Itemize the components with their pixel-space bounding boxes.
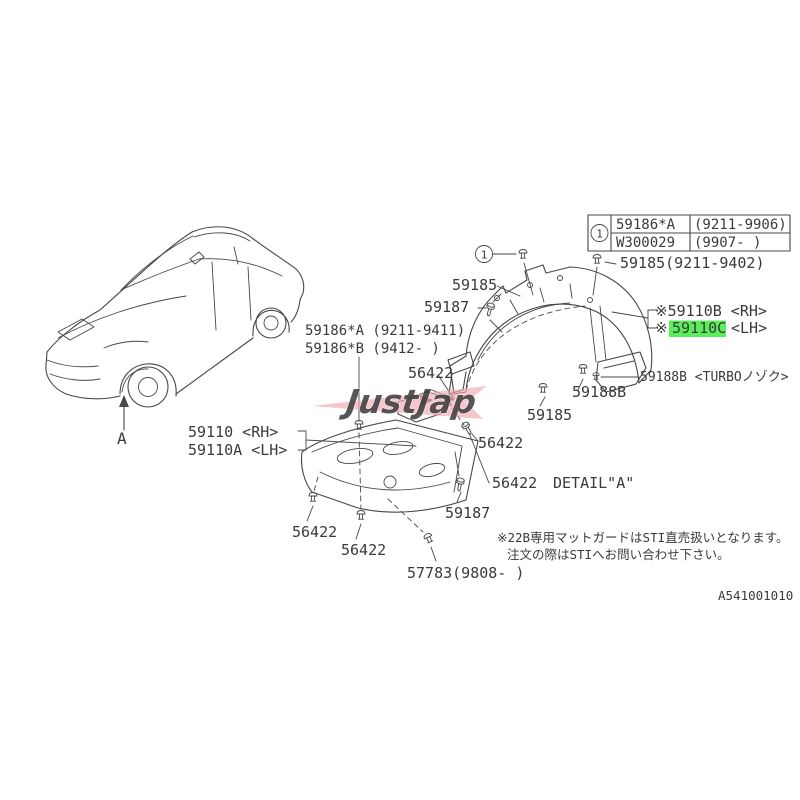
callout-59185-dated: 59185(9211-9402) bbox=[620, 254, 765, 272]
ref-digit: 1 bbox=[481, 249, 488, 262]
ref-table: 1 59186*A (9211-9906) W300029 (9907- ) bbox=[587, 214, 791, 252]
callout-59110a-lh: 59110A <LH> bbox=[188, 441, 287, 459]
fender-liner-drawing bbox=[447, 264, 653, 395]
callout-59185-bottom: 59185 bbox=[527, 406, 572, 424]
watermark-text: JustJap bbox=[338, 382, 479, 421]
callout-59188b: 59188B bbox=[572, 383, 626, 401]
callout-56422-bottom-left: 56422 bbox=[292, 523, 337, 541]
vehicle-drawing bbox=[45, 226, 305, 431]
detail-a-label: DETAIL"A" bbox=[553, 474, 634, 492]
view-a-arrow bbox=[119, 395, 129, 431]
clip-icon bbox=[518, 249, 528, 259]
note-line-1: ※22B専用マットガードはSTI直売扱いとなります。 bbox=[497, 530, 789, 545]
callout-59110c-lh-highlighted[interactable]: ※ 59110C <LH> bbox=[655, 319, 767, 337]
screw-icon bbox=[454, 477, 466, 493]
callout-59187-top: 59187 bbox=[424, 298, 469, 316]
watermark: JustJap bbox=[312, 382, 487, 421]
callout-56422-bottom-mid: 56422 bbox=[341, 541, 386, 559]
callout-59186b: 59186*B (9412- ) bbox=[305, 341, 440, 357]
notes-block: ※22B専用マットガードはSTI直売扱いとなります。 注文の際はSTIへお問い合… bbox=[497, 530, 789, 562]
clip-icon bbox=[422, 531, 435, 545]
table-applicability: (9211-9906) bbox=[694, 217, 787, 233]
reference-mark: ※ bbox=[655, 319, 668, 337]
view-a-letter: A bbox=[117, 429, 127, 448]
clip-icon bbox=[592, 254, 602, 264]
highlighted-part-number[interactable]: 59110C bbox=[672, 319, 726, 337]
callout-56422-detail: 56422 bbox=[492, 474, 537, 492]
highlight-box bbox=[669, 320, 726, 337]
callout-57783: 57783(9808- ) bbox=[407, 564, 524, 582]
side-suffix: <LH> bbox=[731, 319, 767, 337]
note-line-2: 注文の際はSTIへお問い合わせ下さい。 bbox=[507, 547, 730, 562]
drawing-code: A541001010 bbox=[718, 588, 793, 603]
callout-59188b-turbo: 59188B <TURBOノゾク> bbox=[640, 370, 789, 385]
callout-56422-mid: 56422 bbox=[478, 434, 523, 452]
callout-59110-rh: 59110 <RH> bbox=[188, 423, 278, 441]
leader-lines bbox=[297, 253, 657, 562]
table-part-no: 59186*A bbox=[616, 217, 676, 233]
callout-56422-liner: 56422 bbox=[408, 364, 453, 382]
table-ref-digit: 1 bbox=[596, 228, 603, 241]
undercover-drawing bbox=[300, 419, 479, 513]
callout-59185-top: 59185 bbox=[452, 276, 497, 294]
callout-59186a: 59186*A (9211-9411) bbox=[305, 323, 465, 339]
watermark-swoosh bbox=[312, 386, 487, 419]
clip-icon bbox=[356, 510, 366, 520]
circled-1-icon bbox=[590, 224, 609, 242]
callout-59187-bottom: 59187 bbox=[445, 504, 490, 522]
callouts: 1 59185(9211-9402) 59185 59187 59186*A (… bbox=[117, 245, 789, 582]
table-applicability: (9907- ) bbox=[694, 235, 761, 251]
ref-1-callout: 1 bbox=[475, 245, 493, 263]
screw-icon bbox=[484, 301, 496, 318]
clip-icon bbox=[578, 364, 588, 374]
table-part-no: W300029 bbox=[616, 235, 675, 251]
clip-icon bbox=[538, 383, 548, 393]
callout-59110b-rh: ※59110B <RH> bbox=[655, 302, 767, 320]
circled-1-icon bbox=[475, 245, 493, 263]
